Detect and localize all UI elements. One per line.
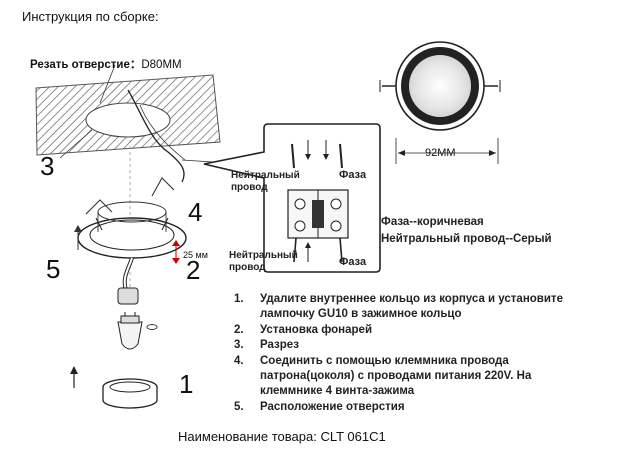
step-text: Удалите внутреннее кольцо из корпуса и у… [260,293,563,321]
legend-phase: Фаза--коричневая [381,216,484,228]
step-number: 2. [234,323,244,336]
phase-wire-label-top: Фаза [339,169,367,181]
assembly-steps: 1. Удалите внутреннее кольцо из корпуса и… [234,292,563,415]
cut-hole-diameter: D80MM [141,59,182,71]
step-number: 5. [234,400,244,413]
step-item: 2. Установка фонарей [234,323,563,338]
step-item: 1. Удалите внутреннее кольцо из корпуса и… [234,292,563,323]
step-number: 3. [234,339,244,352]
step-text: Соединить с помощью клеммника провода па… [260,354,532,398]
fixture-housing [77,201,187,259]
phase-wire-label-bottom: Фаза [339,256,367,268]
step-text: Расположение отверстия [260,400,405,413]
cut-hole-prefix: Резать отверстие： [30,59,142,71]
page-header: Инструкция по сборке: [22,9,159,24]
step-item: 4. Соединить с помощью клеммника провода … [234,354,563,400]
step-text: Установка фонарей [260,323,373,336]
callout-4: 4 [188,197,203,227]
product-name: Наименование товара: CLT 061C1 [178,429,386,444]
step-text: Разрез [260,339,299,352]
wire-color-legend: Фаза--коричневая Нейтральный провод--Сер… [381,214,552,248]
fixture-top-view [379,41,501,164]
inner-ring [102,378,158,409]
callout-3: 3 [40,151,55,181]
callout-2: 2 [186,255,201,285]
ceiling-panel [35,74,221,156]
step-item: 5. Расположение отверстия [234,400,563,415]
callout-1: 1 [179,369,194,399]
legend-neutral: Нейтральный провод--Серый [381,233,552,245]
connector-callout [203,123,381,273]
step-number: 4. [234,354,244,367]
gu10-lamp [117,312,143,350]
callout-5: 5 [46,254,61,284]
step-number: 1. [234,293,244,305]
depth-dimension: 25 мм [183,250,208,260]
neutral-wire-label-bottom: Нейтральный провод [229,250,298,273]
diameter-dimension: 92MM [425,147,456,159]
neutral-wire-label-top: Нейтральный провод [231,170,300,193]
step-item: 3. Разрез [234,338,563,353]
cut-hole-label: Резать отверстие：D80MM [30,56,182,72]
